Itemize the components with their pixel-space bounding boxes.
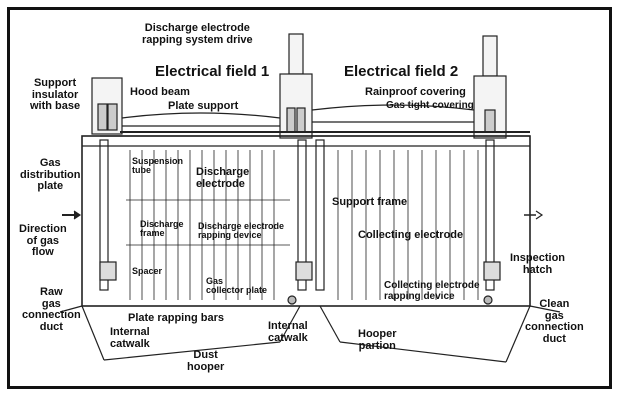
gas-flow-arrows	[62, 210, 544, 220]
diagram-frame	[7, 7, 612, 389]
spacer-label: Spacer	[132, 266, 163, 276]
field2-label: Electrical field 2	[344, 63, 459, 80]
hood-beam-label: Hood beam	[130, 86, 190, 98]
plate-support-label: Plate support	[168, 100, 239, 112]
collecting-electrode-label: Collecting electrode	[358, 229, 464, 241]
field1-collecting-plates	[126, 150, 290, 300]
suspension-tubes	[99, 139, 495, 291]
support-insulator-housing	[91, 77, 123, 135]
spacer-boxes	[99, 261, 501, 281]
rapping-devices	[287, 295, 493, 305]
plate-rapping-label: Plate rapping bars	[128, 312, 224, 324]
dust-hoppers	[81, 305, 531, 363]
support-frame-label: Support frame	[332, 196, 408, 208]
field2-collecting-plates	[337, 150, 479, 300]
rainproof-label: Rainproof covering	[365, 86, 466, 98]
gastight-label: Gas tight covering	[386, 100, 474, 111]
drive-column-right	[473, 35, 507, 139]
connection-ducts	[59, 305, 561, 313]
drive-column-center	[279, 33, 313, 139]
field1-label: Electrical field 1	[155, 63, 270, 80]
